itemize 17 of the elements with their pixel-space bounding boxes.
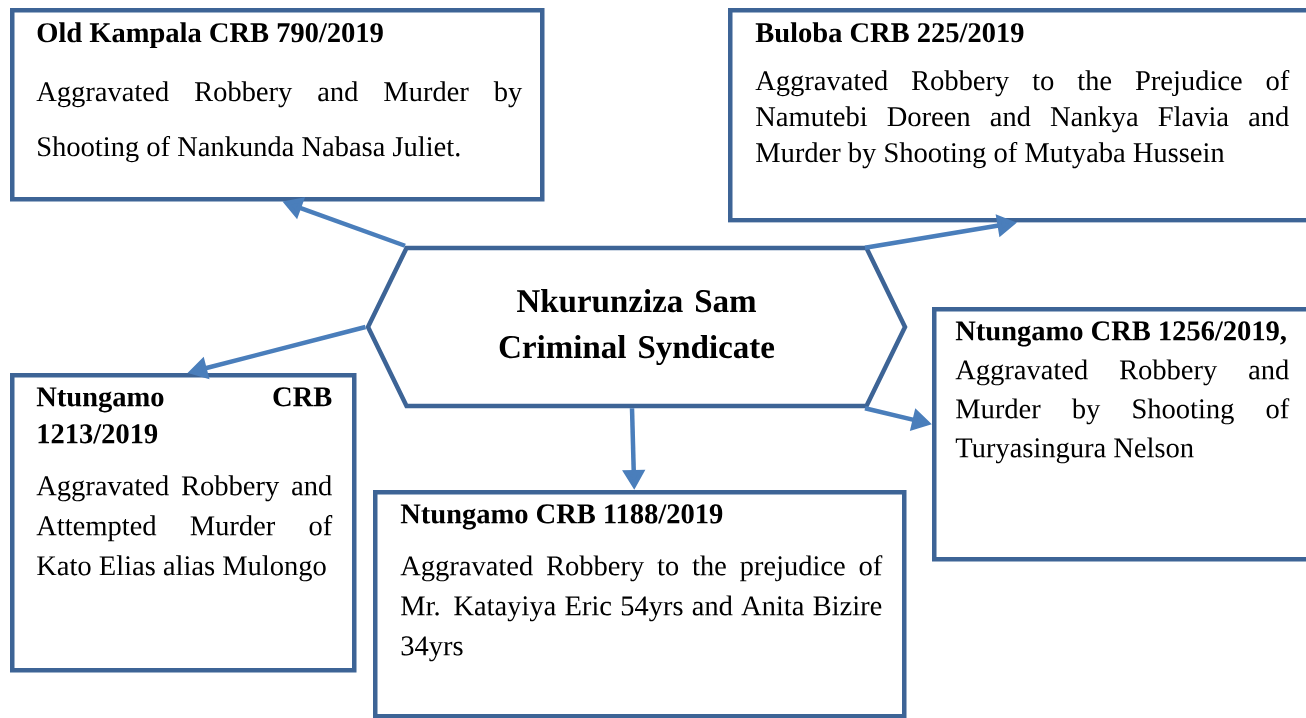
case-heading: Ntungamo CRB 1256/2019, [955, 321, 1286, 347]
case-box [10, 8, 545, 202]
case-description: Aggravated Robbery to the prejudice of Mr. Katayiya Eric 54yrs and Anita Bizire 34yrs [400, 555, 883, 662]
case-description: Aggravated Robbery and Murder by Shooting of Nankunda Nabasa Juliet. [36, 81, 523, 163]
case-description: Aggravated Robbery and Attempted Murder of Kato Elias alias Mulongo [36, 475, 333, 582]
case-description: Aggravated Robbery to the Prejudice of Namutebi Doreen and Nankya Flavia and Murder by Shooting of Mutyaba Hussein [755, 69, 1290, 169]
syndicate-title: Nkurunziza Sam Criminal Syndicate [499, 289, 775, 365]
case-box [728, 8, 1306, 223]
case-heading: Ntungamo CRB 1188/2019 [400, 504, 723, 530]
case-description: Aggravated Robbery and Murder by Shooting of Turyasingura Nelson [955, 359, 1290, 464]
case-box [932, 307, 1306, 562]
case-heading: Ntungamo CRB 1213/2019 [36, 387, 332, 444]
case-box [10, 373, 357, 673]
case-heading: Buloba CRB 225/2019 [755, 22, 1024, 43]
case-heading: Old Kampala CRB 790/2019 [37, 22, 383, 49]
hexagon-node [365, 245, 908, 409]
case-box [373, 490, 907, 718]
